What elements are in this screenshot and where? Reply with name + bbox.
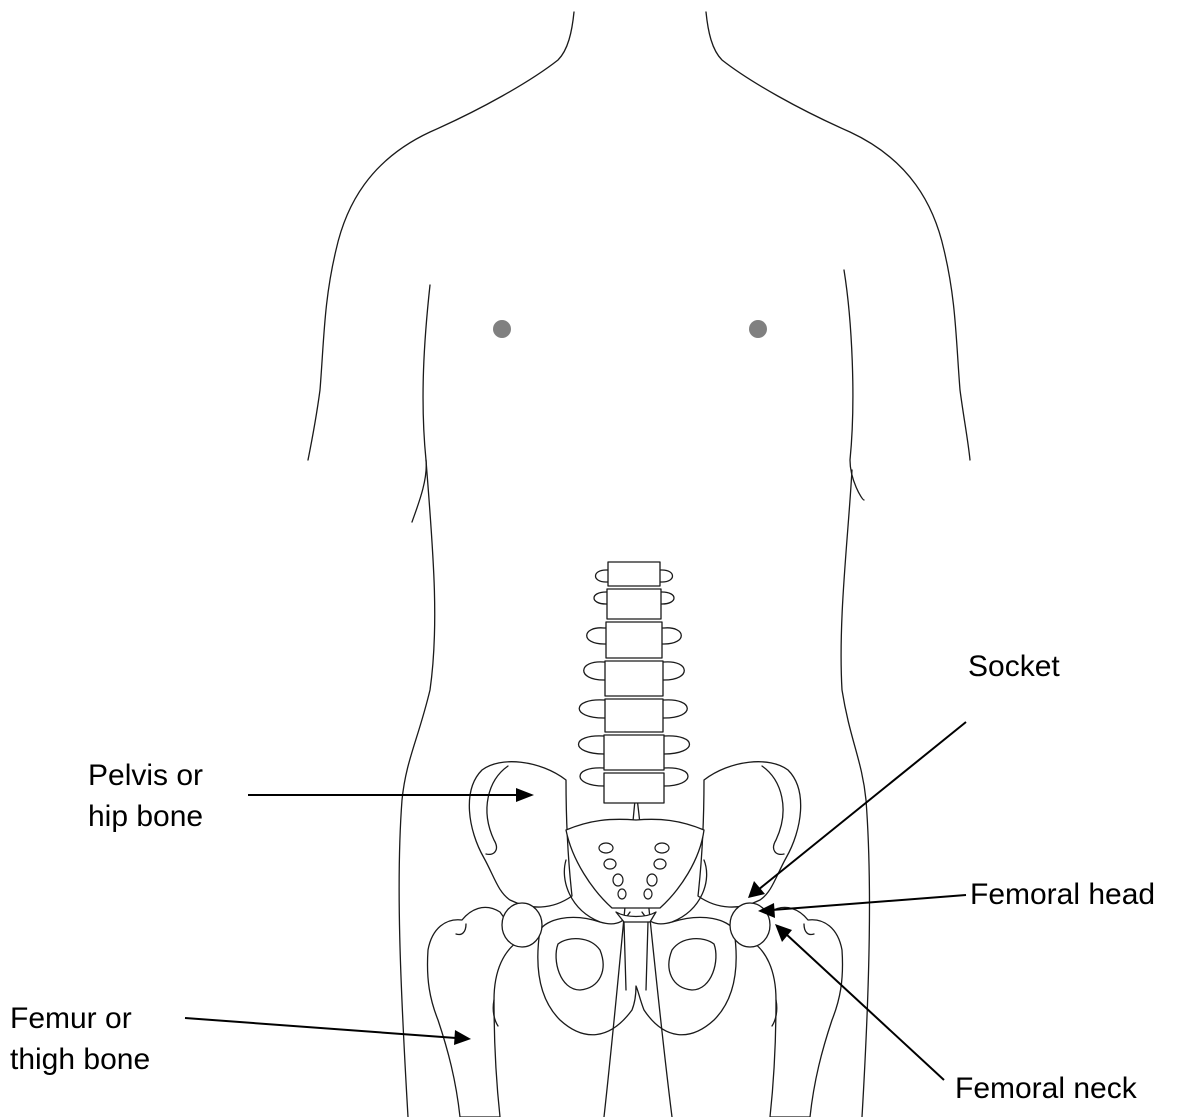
- pelvis-label: Pelvis or hip bone: [88, 755, 203, 837]
- socket-label: Socket: [968, 646, 1060, 687]
- left-armpit-outline: [412, 285, 430, 522]
- femur-label-line-1: Femur or: [10, 998, 150, 1039]
- femur-arrow: [185, 1018, 471, 1045]
- femur-label-line-2: thigh bone: [10, 1039, 150, 1080]
- femoral-neck-label: Femoral neck: [955, 1068, 1137, 1109]
- left-shoulder-arm-outline: [308, 12, 574, 460]
- lumbar-spine: [579, 562, 690, 803]
- femur-label: Femur or thigh bone: [10, 998, 150, 1080]
- right-torso-outline: [841, 470, 869, 1117]
- left-femur: [427, 903, 542, 1117]
- right-shoulder-arm-outline: [706, 12, 970, 460]
- left-ilium: [469, 762, 572, 907]
- femoral-head-label: Femoral head: [970, 874, 1155, 915]
- right-armpit-outline: [844, 270, 864, 500]
- left-torso-outline: [399, 460, 435, 1117]
- pelvis-label-line-2: hip bone: [88, 796, 203, 837]
- right-nipple: [749, 320, 767, 338]
- pelvis-label-line-1: Pelvis or: [88, 755, 203, 796]
- right-ilium: [698, 762, 801, 907]
- left-femoral-head: [502, 903, 542, 947]
- left-nipple: [493, 320, 511, 338]
- sacrum: [566, 819, 704, 908]
